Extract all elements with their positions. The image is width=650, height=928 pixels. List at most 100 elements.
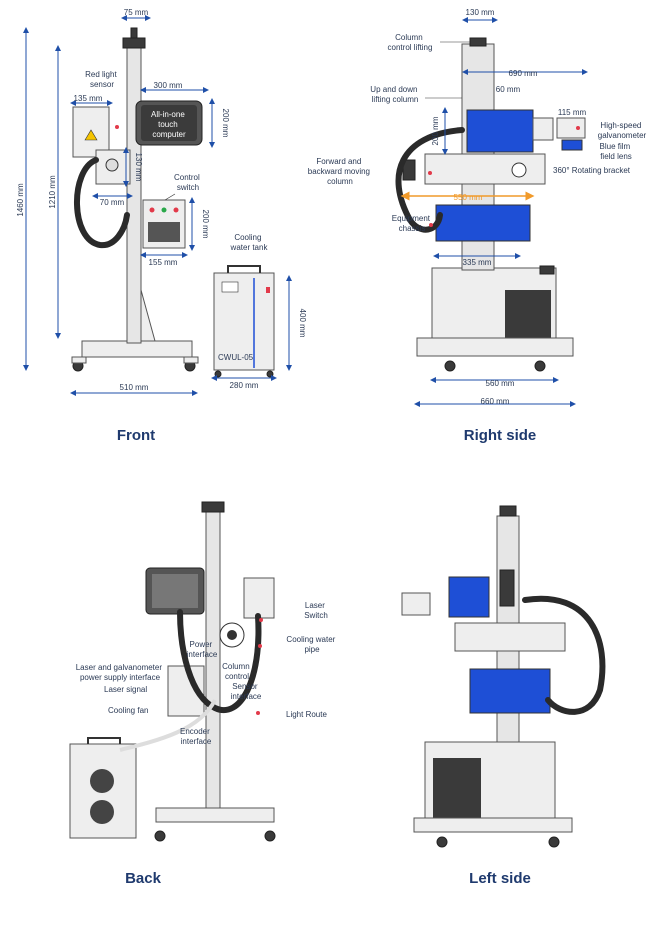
left-cabinet-vent	[433, 758, 481, 822]
left-wheel-right	[548, 836, 560, 848]
front-top-knob	[122, 37, 146, 49]
warning-icon	[84, 129, 98, 141]
cooling-water-pipe-label: Cooling water pipe	[286, 635, 337, 654]
right-panel: Column control lifting Up and down lifti…	[308, 8, 647, 444]
dim-1460: 1460 mm	[16, 183, 25, 217]
dim-r335: 335 mm	[463, 258, 492, 267]
up-down-lifting-label: Up and down lifting column	[370, 85, 419, 104]
front-column-brace	[140, 289, 156, 342]
back-column	[205, 511, 221, 811]
right-wheel-1	[444, 360, 456, 372]
front-panel: All-in-one touch computer CWUL-05 Red li…	[16, 8, 307, 444]
dim-1210: 1210 mm	[48, 175, 57, 209]
laser-source	[466, 109, 534, 153]
dim-r60: 60 mm	[496, 85, 521, 94]
dim-r660: 660 mm	[481, 397, 510, 406]
equipment-chassis-label: Equipment chassis	[392, 214, 432, 233]
right-hose	[395, 127, 465, 233]
front-hose	[74, 157, 130, 249]
dim-200b: 200 mm	[201, 210, 210, 239]
right-handle	[402, 159, 416, 181]
left-galvo	[401, 592, 431, 616]
back-top-knob	[201, 501, 225, 513]
galvo-connector	[532, 117, 554, 141]
back-panel: Laser Switch Cooling water pipe Power in…	[69, 501, 337, 887]
front-galvo-lens	[105, 158, 119, 172]
laser-galvo-power-label: Laser and galvanometer power supply inte…	[76, 663, 165, 682]
caption-front: Front	[117, 427, 155, 444]
right-cabinet-vent	[505, 290, 551, 338]
column-control-label: Column control	[222, 662, 252, 681]
column-control-lifting-label: Column control lifting	[388, 33, 433, 52]
water-tank-indicator	[266, 287, 270, 293]
back-cooler-handle	[87, 737, 121, 744]
back-galvo-core	[227, 630, 237, 640]
dim-155: 155 mm	[149, 258, 178, 267]
left-base	[413, 817, 573, 833]
right-wheel-2	[534, 360, 546, 372]
dim-75: 75 mm	[124, 8, 149, 17]
dim-r690: 690 mm	[509, 69, 538, 78]
cooling-fan-top	[90, 769, 114, 793]
back-laser-switch-box	[243, 577, 275, 619]
dim-200a: 200 mm	[221, 109, 230, 138]
left-beam	[454, 622, 566, 652]
left-wheel-left	[436, 836, 448, 848]
back-hose	[177, 609, 262, 713]
right-marker-chassis	[429, 223, 433, 227]
dim-r560: 560 mm	[486, 379, 515, 388]
equipment-chassis	[435, 204, 531, 242]
right-base	[416, 337, 574, 357]
water-tank-display	[221, 281, 239, 293]
front-foot-left	[71, 356, 87, 364]
tank-model: CWUL-05	[218, 353, 254, 362]
dim-135: 135 mm	[74, 94, 103, 103]
back-wheel-left	[154, 830, 166, 842]
control-button-red-2	[173, 207, 179, 213]
back-water-pipe	[119, 699, 217, 752]
dim-280: 280 mm	[230, 381, 259, 390]
control-box-vent	[148, 222, 180, 242]
caption-right: Right side	[464, 427, 537, 444]
right-cabinet-handle	[539, 265, 555, 275]
right-marker-galvo	[576, 126, 580, 130]
dim-r550: 550 mm	[454, 193, 483, 202]
back-wheel-right	[264, 830, 276, 842]
dim-r200: 200 mm	[431, 116, 440, 145]
dim-300: 300 mm	[154, 81, 183, 90]
field-lens	[561, 139, 583, 151]
light-route-label: Light Route	[286, 710, 327, 719]
caption-left: Left side	[469, 870, 531, 887]
back-laser-source-panel	[152, 574, 198, 608]
left-top-knob	[499, 505, 517, 517]
dim-400: 400 mm	[298, 309, 307, 338]
cooling-fan-bottom	[90, 800, 114, 824]
back-base	[155, 807, 275, 823]
control-switch-leader	[164, 193, 176, 201]
tank-wheel-left	[214, 370, 222, 378]
dim-r130: 130 mm	[466, 8, 495, 17]
dim-70: 70 mm	[100, 198, 125, 207]
power-interface-label: Power interface	[187, 640, 218, 659]
laser-switch-label: Laser Switch	[304, 601, 328, 620]
control-switch-label: Control switch	[174, 173, 202, 192]
tank-wheel-right	[266, 370, 274, 378]
sensor-interface-label: Sensor interface	[231, 682, 262, 701]
blue-film-lens-label: Blue film field lens	[600, 142, 633, 161]
front-laser-head	[72, 106, 110, 158]
high-speed-galvo-label: High-speed galvanometer	[598, 121, 647, 140]
laser-signal-label: Laser signal	[104, 685, 147, 694]
red-light-sensor-label: Red light sensor	[85, 70, 119, 89]
caption-back: Back	[125, 870, 162, 887]
back-marker-switch	[259, 618, 263, 622]
left-handle	[499, 569, 515, 607]
front-foot-right	[183, 356, 199, 364]
dim-510: 510 mm	[120, 383, 149, 392]
back-marker-pipe	[258, 644, 262, 648]
left-panel: Left side	[401, 505, 606, 887]
left-laser-source	[448, 576, 490, 618]
right-top-knob	[469, 37, 487, 47]
front-top-handle	[130, 27, 138, 39]
back-marker-route	[256, 711, 260, 715]
